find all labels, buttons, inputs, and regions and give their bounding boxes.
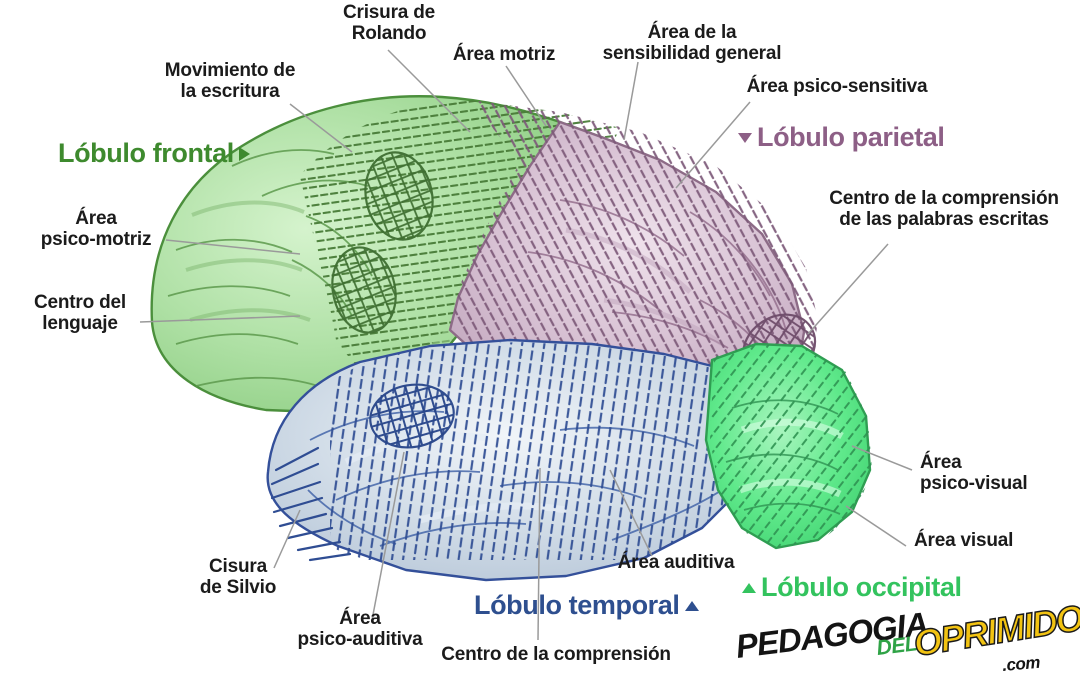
watermark: PEDAGOGIA DEL OPRIMIDO .com xyxy=(734,596,1080,675)
lobe-heading-temporal: Lóbulo temporal xyxy=(474,590,699,621)
label-movimiento-escritura: Movimiento de la escritura xyxy=(164,60,296,103)
area-psico-auditiva-marker xyxy=(369,383,455,449)
triangle-down-icon xyxy=(738,132,752,143)
triangle-right-icon xyxy=(238,146,250,161)
watermark-word-com: .com xyxy=(1001,652,1041,675)
lobe-heading-occipital: Lóbulo occipital xyxy=(742,572,962,603)
frontal-lobe-region xyxy=(150,95,620,414)
label-area-motriz: Área motriz xyxy=(452,44,556,65)
triangle-up-icon-occipital xyxy=(742,582,756,593)
parietal-lobe-region xyxy=(448,100,818,386)
label-area-psico-auditiva: Área psico-auditiva xyxy=(297,608,423,651)
occipital-lobe-region xyxy=(704,342,872,550)
lobe-parietal-label: Lóbulo parietal xyxy=(757,122,945,152)
cisura-silvio-hatch xyxy=(270,446,352,562)
label-area-psico-sensitiva: Área psico-sensitiva xyxy=(746,76,928,97)
centro-lenguaje-marker xyxy=(331,246,397,334)
triangle-up-icon xyxy=(684,600,699,611)
area-psico-motriz-marker xyxy=(364,151,434,241)
label-centro-comprension: Centro de la comprensión xyxy=(441,644,671,665)
label-cisura-silvio: Cisura de Silvio xyxy=(199,556,277,599)
label-area-sensibilidad-general: Área de la sensibilidad general xyxy=(602,22,782,65)
label-area-auditiva: Área auditiva xyxy=(617,552,735,573)
leader-lines xyxy=(139,49,913,641)
label-centro-lenguaje: Centro del lenguaje xyxy=(34,292,126,335)
lobe-occipital-label: Lóbulo occipital xyxy=(761,572,962,602)
lobe-heading-frontal: Lóbulo frontal xyxy=(58,138,250,169)
label-area-psico-visual: Área psico-visual xyxy=(920,452,1028,495)
label-area-visual: Área visual xyxy=(914,530,1014,551)
temporal-lobe-region xyxy=(266,338,766,582)
watermark-word-del: DEL xyxy=(875,632,919,660)
lobe-frontal-label: Lóbulo frontal xyxy=(58,138,234,168)
lobe-heading-parietal: Lóbulo parietal xyxy=(738,122,945,153)
label-centro-comprension-palabras: Centro de la comprensión de las palabras… xyxy=(829,188,1059,231)
lobe-temporal-label: Lóbulo temporal xyxy=(474,590,680,620)
label-area-psico-motriz: Área psico-motriz xyxy=(40,208,152,251)
label-crisura-rolando: Crisura de Rolando xyxy=(343,2,435,45)
